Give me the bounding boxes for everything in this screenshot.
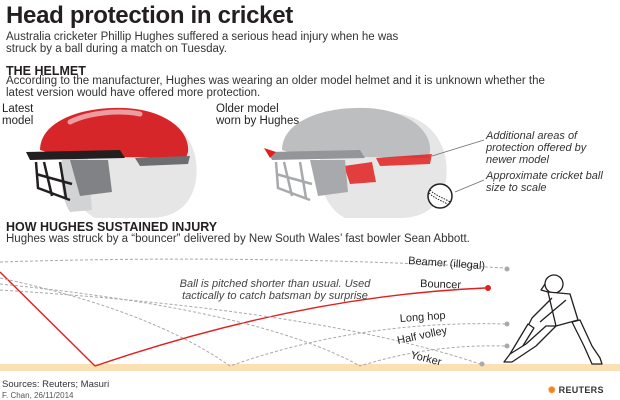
older-missing-side bbox=[344, 162, 376, 184]
batsman-front-leg bbox=[503, 325, 557, 363]
older-missing-rear bbox=[376, 154, 432, 166]
bouncer-callout: Ball is pitched shorter than usual. Used… bbox=[179, 278, 371, 302]
label-bouncer: Bouncer bbox=[420, 278, 462, 291]
older-grille bbox=[274, 161, 313, 202]
sources-text: Sources: Reuters; Masuri bbox=[2, 379, 110, 390]
helmet-illustrations bbox=[26, 107, 485, 218]
reuters-logo: ✺ REUTERS bbox=[548, 385, 604, 396]
trajectory-diagram: Beamer (illegal) Bouncer Long hop Half v… bbox=[0, 255, 620, 371]
latest-neck-guard bbox=[135, 156, 190, 166]
latest-model-label: Latest model bbox=[2, 103, 34, 127]
batsman-figure bbox=[503, 274, 603, 365]
ball-size-note: Approximate cricket ball size to scale bbox=[486, 170, 603, 194]
areas-leader-line bbox=[431, 139, 485, 157]
injury-description: Hughes was struck by a “bouncer” deliver… bbox=[6, 233, 470, 245]
latest-peak bbox=[26, 150, 125, 160]
batsman-torso bbox=[547, 291, 579, 327]
bouncer-ball bbox=[485, 285, 491, 291]
label-beamer: Beamer (illegal) bbox=[408, 255, 486, 272]
latest-grille bbox=[34, 161, 73, 202]
cricket-ball-icon bbox=[427, 183, 453, 209]
ball-leader-line bbox=[454, 179, 485, 193]
batsman-helmet bbox=[544, 274, 564, 294]
beamer-trajectory bbox=[0, 258, 506, 269]
halfvolley-ball bbox=[504, 343, 510, 349]
intro-text: Australia cricketer Phillip Hughes suffe… bbox=[6, 31, 399, 55]
label-longhop: Long hop bbox=[399, 310, 446, 325]
page-title: Head protection in cricket bbox=[6, 2, 293, 29]
batsman-back-leg bbox=[571, 319, 603, 365]
helmet-description: According to the manufacturer, Hughes wa… bbox=[6, 75, 545, 99]
older-peak bbox=[268, 150, 365, 160]
longhop-ball bbox=[504, 321, 510, 327]
additional-protection-note: Additional areas of protection offered b… bbox=[486, 130, 587, 166]
older-model-label: Older model worn by Hughes bbox=[216, 103, 300, 127]
injury-heading: HOW HUGHES SUSTAINED INJURY bbox=[6, 220, 218, 234]
older-shell bbox=[282, 107, 431, 158]
reuters-logo-icon: ✺ bbox=[548, 385, 559, 395]
latest-shell-highlight bbox=[67, 109, 143, 125]
longhop-trajectory bbox=[0, 277, 506, 367]
batsman-grille bbox=[540, 283, 549, 293]
older-missing-rim bbox=[264, 148, 276, 158]
reuters-logo-text: REUTERS bbox=[558, 385, 604, 395]
pitch-strip bbox=[0, 364, 620, 371]
credit-text: F. Chan, 26/11/2014 bbox=[2, 391, 74, 400]
halfvolley-trajectory bbox=[0, 283, 506, 367]
batsman-arms bbox=[527, 297, 567, 327]
yorker-ball bbox=[479, 361, 485, 367]
helmet-heading: THE HELMET bbox=[6, 64, 86, 78]
bouncer-pre-bounce bbox=[0, 271, 96, 367]
yorker-trajectory bbox=[0, 289, 481, 365]
older-helmet-figure bbox=[264, 107, 447, 218]
latest-side-guard bbox=[70, 160, 112, 196]
latest-helmet-figure bbox=[26, 107, 197, 218]
bouncer-post-bounce bbox=[94, 287, 486, 367]
beamer-ball bbox=[504, 266, 510, 272]
older-side-guard bbox=[310, 160, 348, 196]
